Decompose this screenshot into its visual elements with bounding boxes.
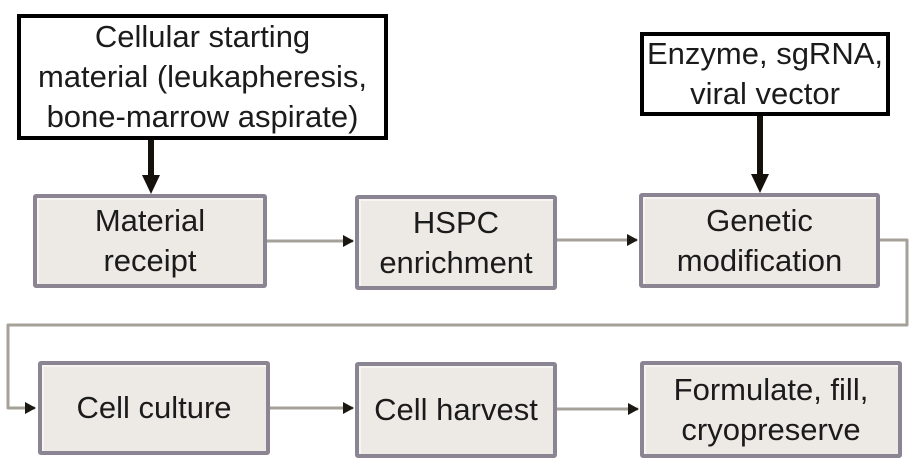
input-box-enzyme-sgrna-viral-vector: Enzyme, sgRNA, viral vector [640, 32, 890, 116]
step-label-line: HSPC [412, 204, 500, 240]
step-label-line: modification [676, 242, 843, 278]
step-label-line: Formulate, fill, [673, 371, 869, 407]
step-label-line: enrichment [379, 244, 533, 280]
step-box-cell-harvest: Cell harvest [355, 362, 557, 458]
step-box-genetic-modification: Genetic modification [639, 193, 880, 288]
input-label-line: material (leukapheresis, [37, 59, 368, 94]
step-box-material-receipt: Material receipt [33, 194, 267, 288]
step-label-line: Cell culture [76, 390, 232, 425]
step-label-line: cryopreserve [681, 411, 861, 447]
step-label-line: Genetic [706, 202, 813, 238]
input-label-line: Cellular starting [94, 19, 311, 54]
input-label-line: Enzyme, sgRNA, [646, 36, 883, 71]
step-label-line: receipt [103, 243, 197, 278]
step-box-cell-culture: Cell culture [38, 361, 270, 455]
step-box-hspc-enrichment: HSPC enrichment [355, 195, 557, 290]
step-label-line: Cell harvest [374, 392, 538, 427]
step-label-line: Material [94, 203, 206, 238]
input-label-line: viral vector [690, 76, 840, 111]
input-box-cellular-starting-material: Cellular starting material (leukapheresi… [17, 14, 388, 140]
step-box-formulate-fill-cryopreserve: Formulate, fill, cryopreserve [640, 361, 902, 458]
input-label-line: bone-marrow aspirate) [46, 99, 359, 134]
